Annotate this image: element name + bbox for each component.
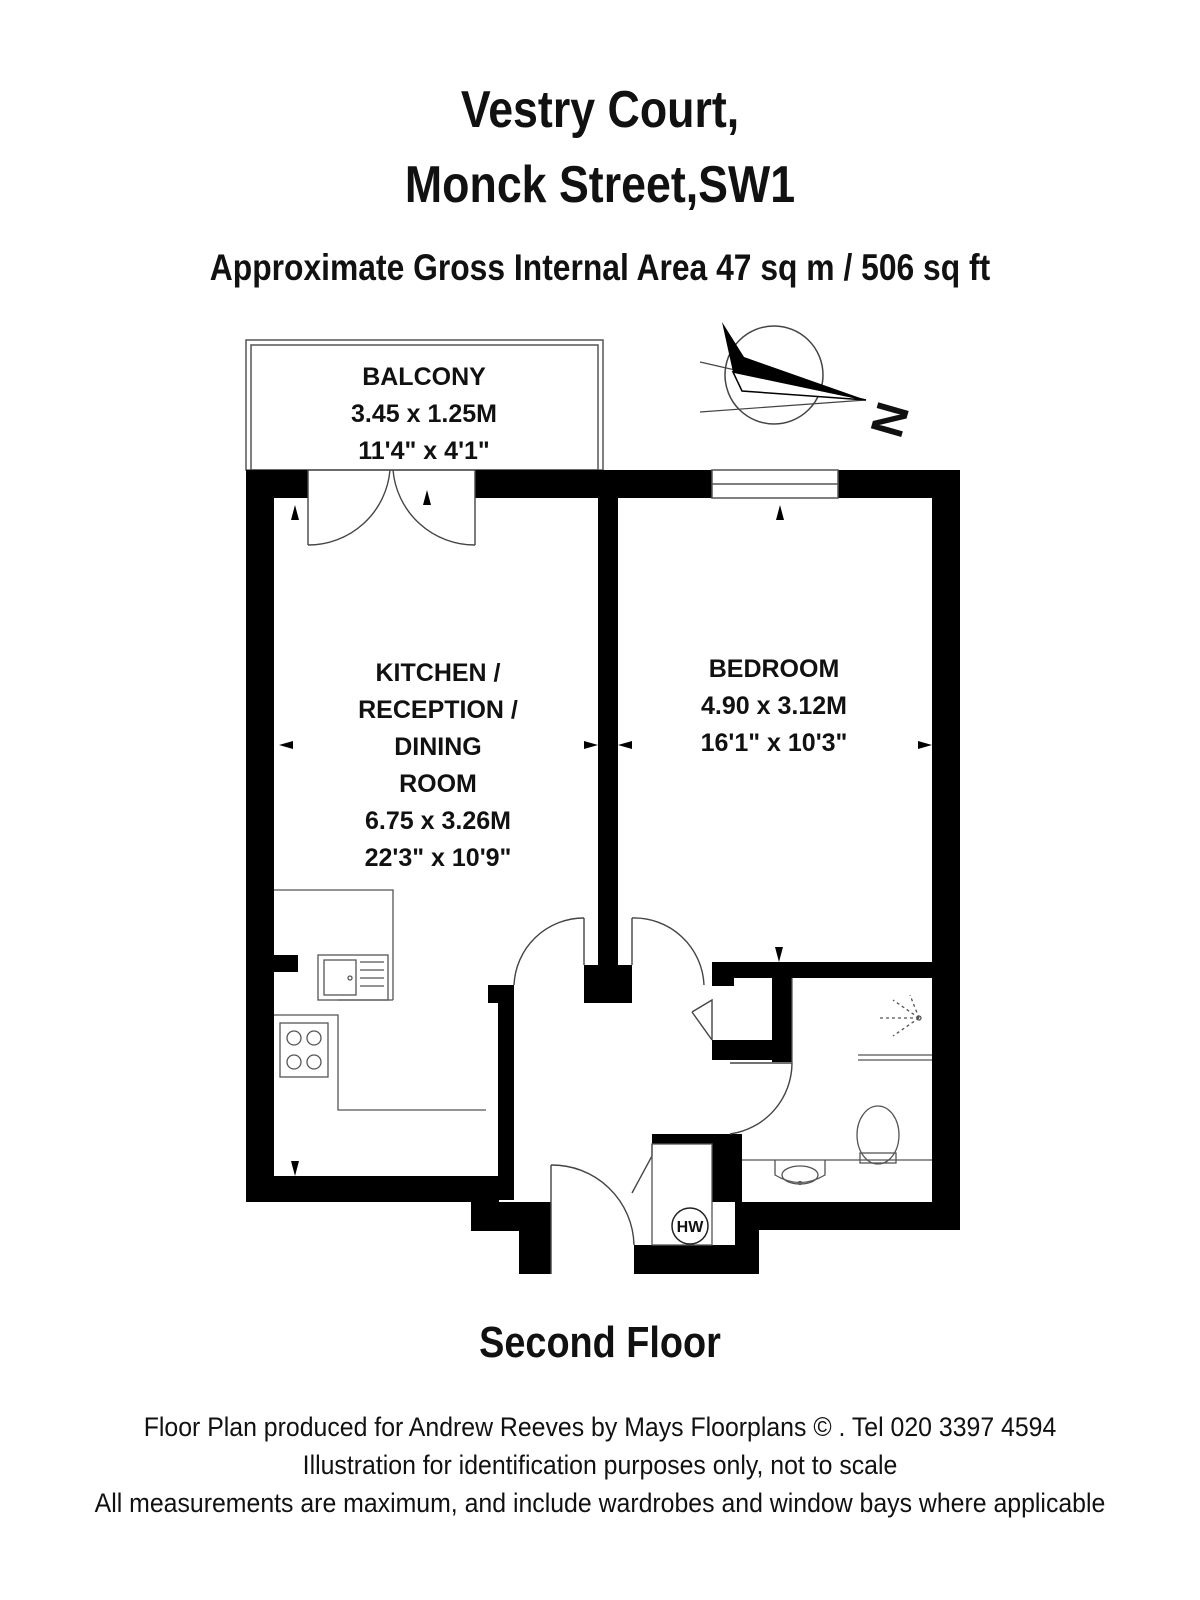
gross-internal-area: Approximate Gross Internal Area 47 sq m … [209, 247, 991, 288]
shower-icon [880, 994, 922, 1037]
balcony-label: BALCONY 3.45 x 1.25M 11'4" x 4'1" [351, 363, 497, 465]
balcony-name: BALCONY [362, 363, 486, 391]
kitchen-name-line3: DINING [394, 733, 482, 761]
kitchen-name-line2: RECEPTION / [358, 696, 518, 724]
balcony-metric: 3.45 x 1.25M [351, 400, 497, 428]
property-title-line1: Vestry Court, [460, 81, 740, 139]
kitchen-name-line1: KITCHEN / [376, 659, 501, 687]
kitchen-label: KITCHEN / RECEPTION / DINING ROOM 6.75 x… [358, 659, 518, 872]
kitchen-name-line4: ROOM [399, 770, 477, 798]
north-label: N [860, 396, 919, 442]
floor-label: Second Floor [479, 1318, 721, 1367]
balcony-imperial: 11'4" x 4'1" [358, 437, 490, 465]
bedroom-window [711, 469, 839, 499]
kitchen-metric: 6.75 x 3.26M [365, 807, 511, 835]
hob-icon [279, 1022, 329, 1078]
cupboard: HW [651, 1143, 713, 1246]
bedroom-imperial: 16'1" x 10'3" [701, 729, 848, 757]
walls [246, 470, 960, 1274]
bedroom-name: BEDROOM [709, 655, 840, 683]
hot-water-label: HW [677, 1219, 705, 1236]
kitchen-units [274, 889, 486, 1111]
balcony-outline [245, 339, 604, 471]
bedroom-metric: 4.90 x 3.12M [701, 692, 847, 720]
toilet-icon [856, 1105, 900, 1165]
dimension-arrows [279, 490, 932, 1176]
basin-icon [774, 1160, 826, 1186]
kitchen-imperial: 22'3" x 10'9" [365, 844, 512, 872]
property-title-line2: Monck Street,SW1 [404, 156, 796, 214]
bedroom-label: BEDROOM 4.90 x 3.12M 16'1" x 10'3" [701, 655, 848, 757]
footer-credit: Floor Plan produced for Andrew Reeves by… [143, 1412, 1057, 1442]
footer-disclaimer: Illustration for identification purposes… [302, 1450, 898, 1480]
compass-icon: N [699, 322, 919, 443]
balcony-double-door [307, 469, 476, 546]
footer-measurements-note: All measurements are maximum, and includ… [94, 1488, 1106, 1518]
bathroom-fittings [742, 978, 932, 1161]
